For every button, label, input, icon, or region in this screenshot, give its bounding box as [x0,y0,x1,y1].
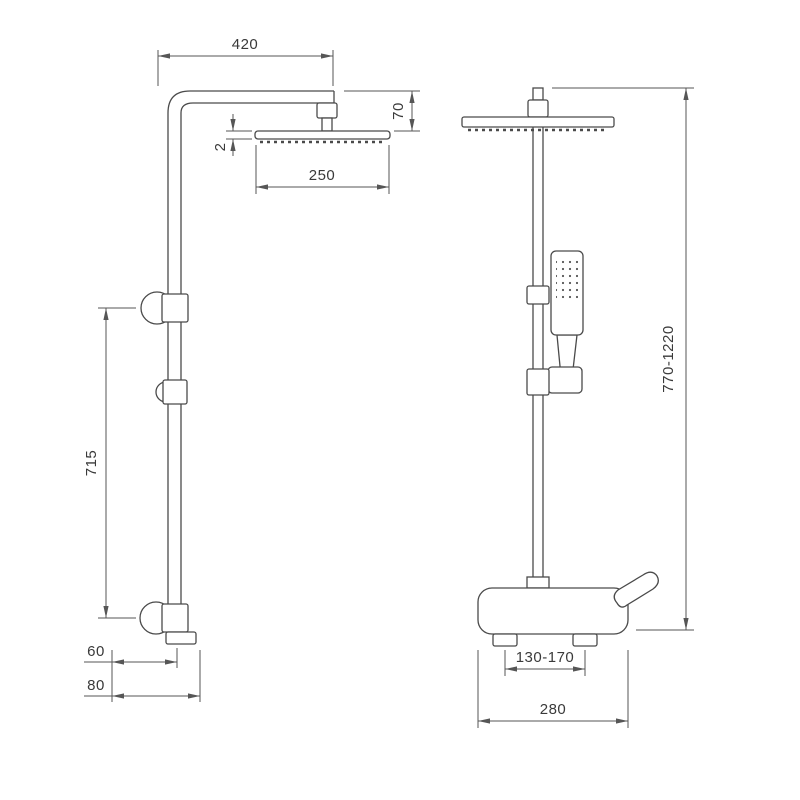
side-view: 420 70 2 250 715 [83,36,420,702]
bottom-outlet-side [165,631,197,645]
hand-shower [526,250,584,396]
dim-head-drop: 70 [344,90,420,132]
riser-pipe-front [532,127,544,588]
mixer-connector-left [492,633,518,647]
dim-label-arm-reach: 420 [232,36,259,53]
hand-shower-holder [547,366,583,394]
dim-label-head-thickness: 2 [212,143,229,152]
riser-pipe-side [167,90,335,641]
dim-overall-height: 770-1220 [552,87,694,631]
wall-bracket-lower [139,601,189,635]
head-connector-side [316,102,338,132]
dim-label-bar-length: 715 [83,450,100,477]
mixer-connector-right [572,633,598,647]
dim-label-overall-height: 770-1220 [660,325,677,392]
pipe-collar [526,285,550,305]
rain-head-side [254,130,391,144]
dim-offset-lower: 80 [84,650,201,702]
front-view: 770-1220 130-170 280 [461,87,694,728]
mixer-inlet-nut [526,576,550,589]
dim-label-head-drop: 70 [390,102,407,120]
dim-bar-length: 715 [83,307,136,619]
mixer-body [477,587,629,635]
diverter-knob [155,379,188,405]
dim-label-offset-upper: 60 [87,643,105,660]
wall-bracket-upper [140,291,189,325]
mixer-valve [477,571,659,647]
dim-offset-upper: 60 [84,643,178,702]
dim-head-width: 250 [255,145,390,194]
dim-label-inlet-spacing: 130-170 [516,649,575,666]
dim-label-head-width: 250 [309,167,336,184]
dim-label-valve-width: 280 [540,701,567,718]
dim-valve-width: 280 [477,650,629,728]
rain-head-front [461,116,615,132]
dim-inlet-spacing: 130-170 [504,649,586,676]
slider-clamp [526,368,550,396]
head-connector-front [527,87,549,118]
mixer-lever-handle [613,571,659,608]
dim-label-offset-lower: 80 [87,677,105,694]
dim-head-thickness: 2 [212,114,252,156]
dim-arm-reach: 420 [157,36,334,86]
hand-shower-spray-face [556,257,578,301]
